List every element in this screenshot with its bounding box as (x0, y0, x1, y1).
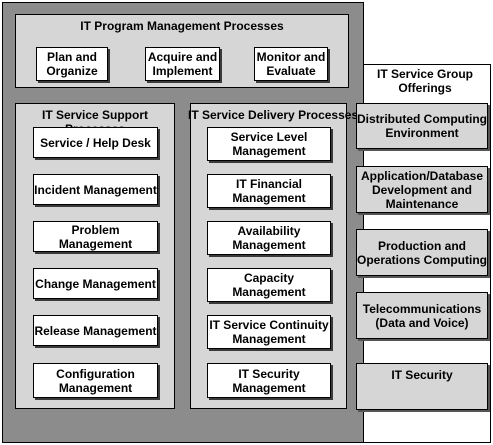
availability-management-label: Availability Management (232, 224, 306, 252)
program-title: IT Program Management Processes (80, 19, 284, 33)
availability-management-box: Availability Management (207, 221, 331, 255)
service-help-desk-label: Service / Help Desk (40, 135, 151, 150)
monitor-evaluate-box: Monitor and Evaluate (254, 47, 328, 81)
it-security-management-box: IT Security Management (207, 363, 331, 398)
it-service-continuity-box: IT Service Continuity Management (207, 315, 331, 349)
release-management-label: Release Management (34, 323, 157, 338)
acquire-implement-box: Acquire and Implement (145, 47, 220, 81)
incident-management-label: Incident Management (34, 182, 157, 197)
problem-management-box: Problem Management (33, 221, 158, 252)
distributed-computing-label: Distributed Computing Environment (357, 112, 487, 140)
plan-organize-label: Plan and Organize (46, 50, 98, 78)
change-management-label: Change Management (35, 276, 156, 291)
it-security-offering-box: IT Security (356, 363, 488, 410)
release-management-box: Release Management (33, 315, 158, 346)
problem-management-label: Problem Management (58, 222, 133, 251)
distributed-computing-box: Distributed Computing Environment (356, 103, 488, 149)
application-database-box: Application/Database Development and Mai… (356, 166, 488, 213)
service-level-management-box: Service Level Management (207, 127, 331, 161)
configuration-management-label: Configuration Management (56, 366, 135, 395)
it-service-continuity-label: IT Service Continuity Management (209, 318, 329, 346)
production-operations-label: Production and Operations Computing (357, 238, 487, 267)
acquire-implement-label: Acquire and Implement (147, 50, 218, 78)
capacity-management-label: Capacity Management (232, 271, 306, 299)
capacity-management-box: Capacity Management (207, 268, 331, 302)
change-management-box: Change Management (33, 268, 158, 299)
production-operations-box: Production and Operations Computing (356, 229, 488, 276)
telecommunications-label: Telecommunications (Data and Voice) (362, 301, 482, 330)
plan-organize-box: Plan and Organize (36, 47, 108, 81)
monitor-evaluate-label: Monitor and Evaluate (256, 50, 326, 78)
configuration-management-box: Configuration Management (33, 363, 158, 398)
telecommunications-box: Telecommunications (Data and Voice) (356, 292, 488, 339)
incident-management-box: Incident Management (33, 174, 158, 205)
service-help-desk-box: Service / Help Desk (33, 127, 158, 158)
delivery-title: IT Service Delivery Processes (188, 108, 359, 122)
application-database-label: Application/Database Development and Mai… (360, 168, 484, 211)
offerings-title: IT Service Group Offerings (376, 67, 474, 95)
it-security-management-label: IT Security Management (232, 366, 306, 395)
it-financial-management-label: IT Financial Management (232, 177, 306, 205)
it-security-offering-label: IT Security (391, 368, 453, 382)
it-financial-management-box: IT Financial Management (207, 174, 331, 208)
service-level-management-label: Service Level Management (230, 130, 308, 158)
